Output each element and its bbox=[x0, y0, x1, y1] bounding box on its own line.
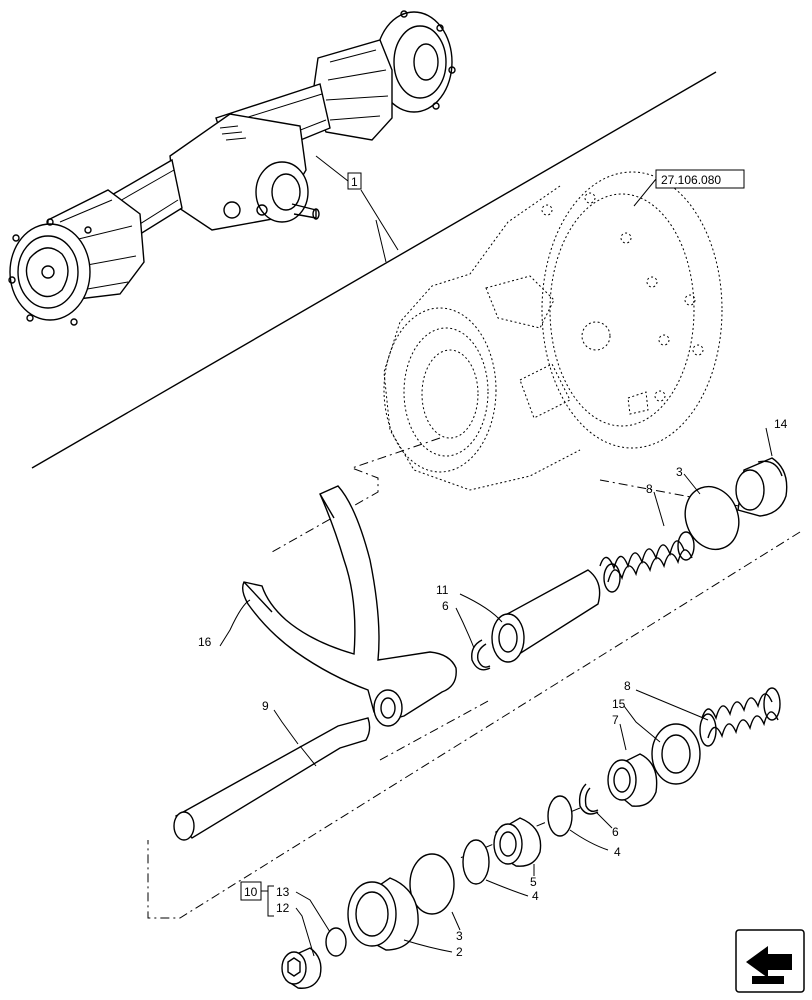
callout-4-upper: 4 bbox=[614, 845, 621, 859]
part-5-piston bbox=[493, 817, 542, 867]
differential-housing-reference bbox=[383, 171, 723, 491]
callout-16: 16 bbox=[198, 635, 212, 649]
callout-12: 12 bbox=[276, 901, 290, 915]
svg-text:27.106.080: 27.106.080 bbox=[661, 173, 721, 187]
part-4-o-ring-lower bbox=[462, 839, 490, 885]
callout-9: 9 bbox=[262, 699, 269, 713]
axle-assembly-illustration bbox=[8, 10, 456, 326]
assembly-callout: 1 bbox=[315, 155, 399, 263]
reference-label: 27.106.080 bbox=[633, 169, 745, 207]
leader-lines bbox=[219, 427, 773, 957]
part-16-shift-fork bbox=[241, 485, 457, 727]
callout-15: 15 bbox=[612, 697, 626, 711]
kit-callout: 10 bbox=[240, 881, 274, 917]
callout-6-lower: 6 bbox=[612, 825, 619, 839]
callout-numbers: 14 3 8 11 6 16 9 8 15 7 6 4 5 4 3 2 13 1… bbox=[198, 417, 788, 959]
callout-13: 13 bbox=[276, 885, 290, 899]
part-8-spring-upper bbox=[599, 531, 695, 593]
part-2-cover bbox=[347, 877, 419, 951]
callout-7: 7 bbox=[612, 713, 619, 727]
callout-3-upper: 3 bbox=[676, 465, 683, 479]
part-9-shift-rod bbox=[173, 717, 371, 841]
callout-14: 14 bbox=[774, 417, 788, 431]
callout-8-lower: 8 bbox=[624, 679, 631, 693]
callout-4-lower: 4 bbox=[532, 889, 539, 903]
part-3-o-ring-upper bbox=[684, 485, 740, 551]
part-13-o-ring bbox=[325, 927, 347, 957]
back-arrow-icon[interactable] bbox=[735, 929, 805, 993]
svg-text:10: 10 bbox=[244, 885, 258, 899]
part-15-ring bbox=[651, 723, 701, 785]
callout-3-lower: 3 bbox=[456, 929, 463, 943]
callout-2: 2 bbox=[456, 945, 463, 959]
part-12-plug-screw bbox=[281, 947, 322, 989]
part-7-bushing bbox=[607, 753, 658, 807]
part-6-circlip-upper bbox=[471, 639, 491, 671]
part-6-circlip-lower bbox=[578, 783, 599, 815]
callout-8-upper: 8 bbox=[646, 482, 653, 496]
callout-11: 11 bbox=[436, 583, 449, 597]
separator-line bbox=[31, 71, 717, 469]
callout-5: 5 bbox=[530, 875, 537, 889]
svg-text:1: 1 bbox=[351, 175, 358, 189]
callout-6-upper: 6 bbox=[442, 599, 449, 613]
part-3-o-ring-lower bbox=[409, 853, 455, 915]
part-11-sleeve bbox=[491, 569, 601, 663]
part-4-o-ring-upper bbox=[547, 795, 573, 837]
part-14-plug bbox=[735, 457, 788, 517]
part-8-spring-lower bbox=[699, 687, 781, 747]
